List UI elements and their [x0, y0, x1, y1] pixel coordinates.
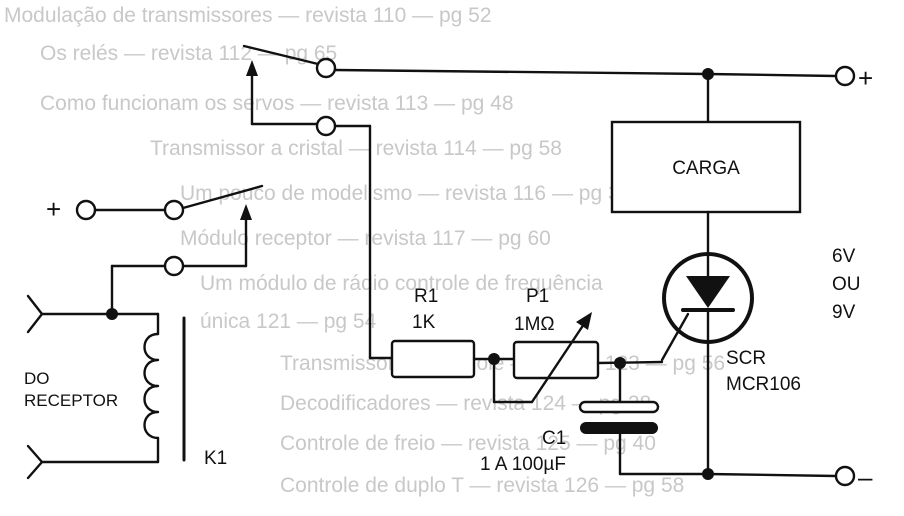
resistor-r1: [390, 339, 476, 379]
minus-right-label: –: [858, 462, 873, 492]
terminal-positive-right: [834, 65, 856, 87]
top-switch-arrow-icon: [246, 60, 258, 76]
scr-part-label: MCR106: [726, 374, 801, 395]
coil-windings: [143, 332, 160, 440]
bg-line-6: Módulo receptor — revista 117 — pg 60: [180, 227, 551, 250]
capacitor-c1-plate-positive: [578, 400, 660, 414]
supply-label-2: OU: [832, 274, 861, 295]
bg-line-8: única 121 — pg 54: [200, 310, 377, 333]
c1-value-label: 1 A 100µF: [480, 454, 566, 475]
terminal-negative-right: [834, 465, 856, 487]
bg-line-1: Modulação de transmissores — revista 110…: [4, 4, 492, 27]
load-box: [610, 120, 802, 214]
input-source-label: DO: [24, 369, 50, 388]
relay-switch-arrow-icon: [240, 204, 252, 220]
plus-right-label: +: [858, 63, 873, 93]
scr-gate-lead: [660, 312, 690, 362]
r1-name-label: R1: [414, 286, 438, 307]
relay-switch-terminal-lower: [163, 255, 185, 277]
supply-label-1: 6V: [832, 246, 856, 267]
top-switch-terminal-lower: [315, 115, 337, 137]
r1-value-label: 1K: [412, 312, 436, 333]
input-connector-top: [26, 294, 44, 334]
bg-line-3: Como funcionam os servos — revista 113 —…: [40, 92, 514, 115]
load-label: CARGA: [672, 158, 740, 179]
wire-negative-rail: [706, 472, 838, 478]
bg-line-12: Controle de duplo T — revista 126 — pg 5…: [280, 474, 684, 497]
capacitor-c1-plate-negative: [580, 422, 658, 434]
relay-switch-blade: [181, 184, 264, 210]
input-connector-bottom: [26, 444, 44, 480]
plus-left-label: +: [46, 194, 61, 224]
top-switch-blade: [242, 44, 320, 66]
p1-arrow-icon: [576, 312, 592, 330]
bg-line-7: Um módulo de rádio controle de frequênci…: [200, 272, 603, 295]
bg-line-9: Transmissor de controle — revista 123 — …: [280, 352, 725, 375]
input-source-label-2: RECEPTOR: [24, 391, 118, 410]
relay-label: K1: [204, 448, 227, 469]
scr-triangle-icon: [686, 276, 730, 308]
bg-line-2: Os relés — revista 112 — pg 65: [40, 42, 337, 65]
bg-line-5: Um pouco de modelismo — revista 116 — pg…: [180, 182, 631, 205]
p1-variable-arrow: [530, 316, 590, 404]
bg-line-4: Transmissor a cristal — revista 114 — pg…: [150, 137, 562, 160]
c1-name-label: C1: [542, 428, 566, 449]
relay-switch-terminal-upper: [163, 199, 185, 221]
supply-label-3: 9V: [832, 302, 856, 323]
bg-line-10: Decodificadores — revista 124 — pg 28: [280, 392, 651, 415]
relay-coil: [143, 312, 186, 464]
terminal-positive-left: [75, 199, 97, 221]
potentiometer-p1: [512, 340, 600, 380]
bg-line-11: Controle de freio — revista 125 — pg 40: [280, 432, 656, 455]
wire-p1-to-gate: [596, 360, 664, 365]
wire-positive-rail: [333, 68, 710, 76]
top-switch-terminal-upper: [315, 57, 337, 79]
p1-value-label: 1MΩ: [514, 314, 555, 335]
scr-name-label: SCR: [726, 348, 766, 369]
top-switch: [242, 44, 337, 137]
p1-name-label: P1: [526, 286, 549, 307]
wire-positive-rail-right: [706, 72, 838, 78]
